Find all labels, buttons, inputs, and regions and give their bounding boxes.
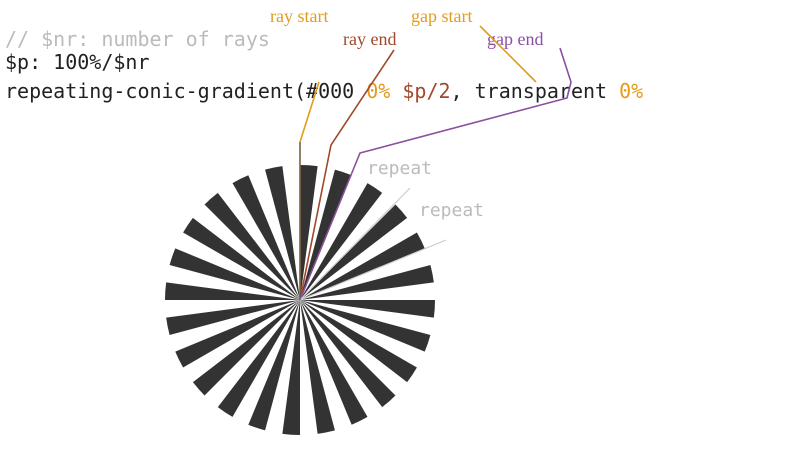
repeat-divider-1	[299, 187, 411, 301]
ray-wedge	[300, 300, 435, 318]
ray-wedge	[282, 300, 300, 435]
transparent-token: , transparent	[450, 79, 620, 103]
label-ray-end: ray end	[343, 29, 397, 49]
gap-start-pointer	[479, 25, 537, 83]
ray-wedge	[232, 175, 300, 300]
label-gap-end: gap end	[487, 29, 544, 49]
comment-line: // $nr: number of rays	[5, 27, 270, 51]
ray-wedge	[300, 165, 318, 300]
ray-wedge	[166, 300, 300, 335]
ray-wedge	[300, 183, 383, 300]
ray-wedge	[300, 232, 425, 300]
ray-wedge	[265, 166, 300, 300]
ray-wedge	[300, 300, 431, 352]
ray-start-value: 0%	[366, 79, 391, 103]
repeat-divider-2	[299, 239, 447, 301]
repeat-label-1: repeat	[367, 158, 433, 179]
ray-wedge	[300, 204, 408, 300]
ray-wedge	[192, 300, 300, 396]
ray-wedge	[169, 248, 300, 300]
ray-wedge	[217, 300, 300, 417]
ray-wedge	[183, 217, 300, 300]
conic-wheel	[165, 165, 435, 435]
ray-wedge	[300, 300, 368, 425]
ray-wedge	[300, 300, 335, 434]
var-line: $p: 100%/$nr	[5, 50, 150, 74]
ray-wedge	[165, 282, 300, 300]
gradient-line: repeating-conic-gradient(#000 0% $p/2, t…	[5, 79, 643, 103]
repeat-label-2: repeat	[419, 200, 485, 221]
gap-end-pointer	[299, 47, 572, 301]
ray-wedge	[204, 192, 300, 300]
ray-wedge	[175, 300, 300, 368]
ray-wedge	[300, 300, 417, 383]
code-prefix: repeating-conic-gradient(#000	[5, 79, 367, 103]
label-ray-start: ray start	[270, 6, 329, 26]
label-gap-start: gap start	[411, 6, 473, 26]
ray-end-pointer	[299, 49, 395, 301]
gap-end-value: 0%	[619, 79, 644, 103]
ray-wedge	[300, 300, 396, 408]
ray-end-value: $p/2	[402, 79, 451, 103]
ray-wedge	[248, 300, 300, 431]
ray-wedge	[300, 265, 434, 300]
